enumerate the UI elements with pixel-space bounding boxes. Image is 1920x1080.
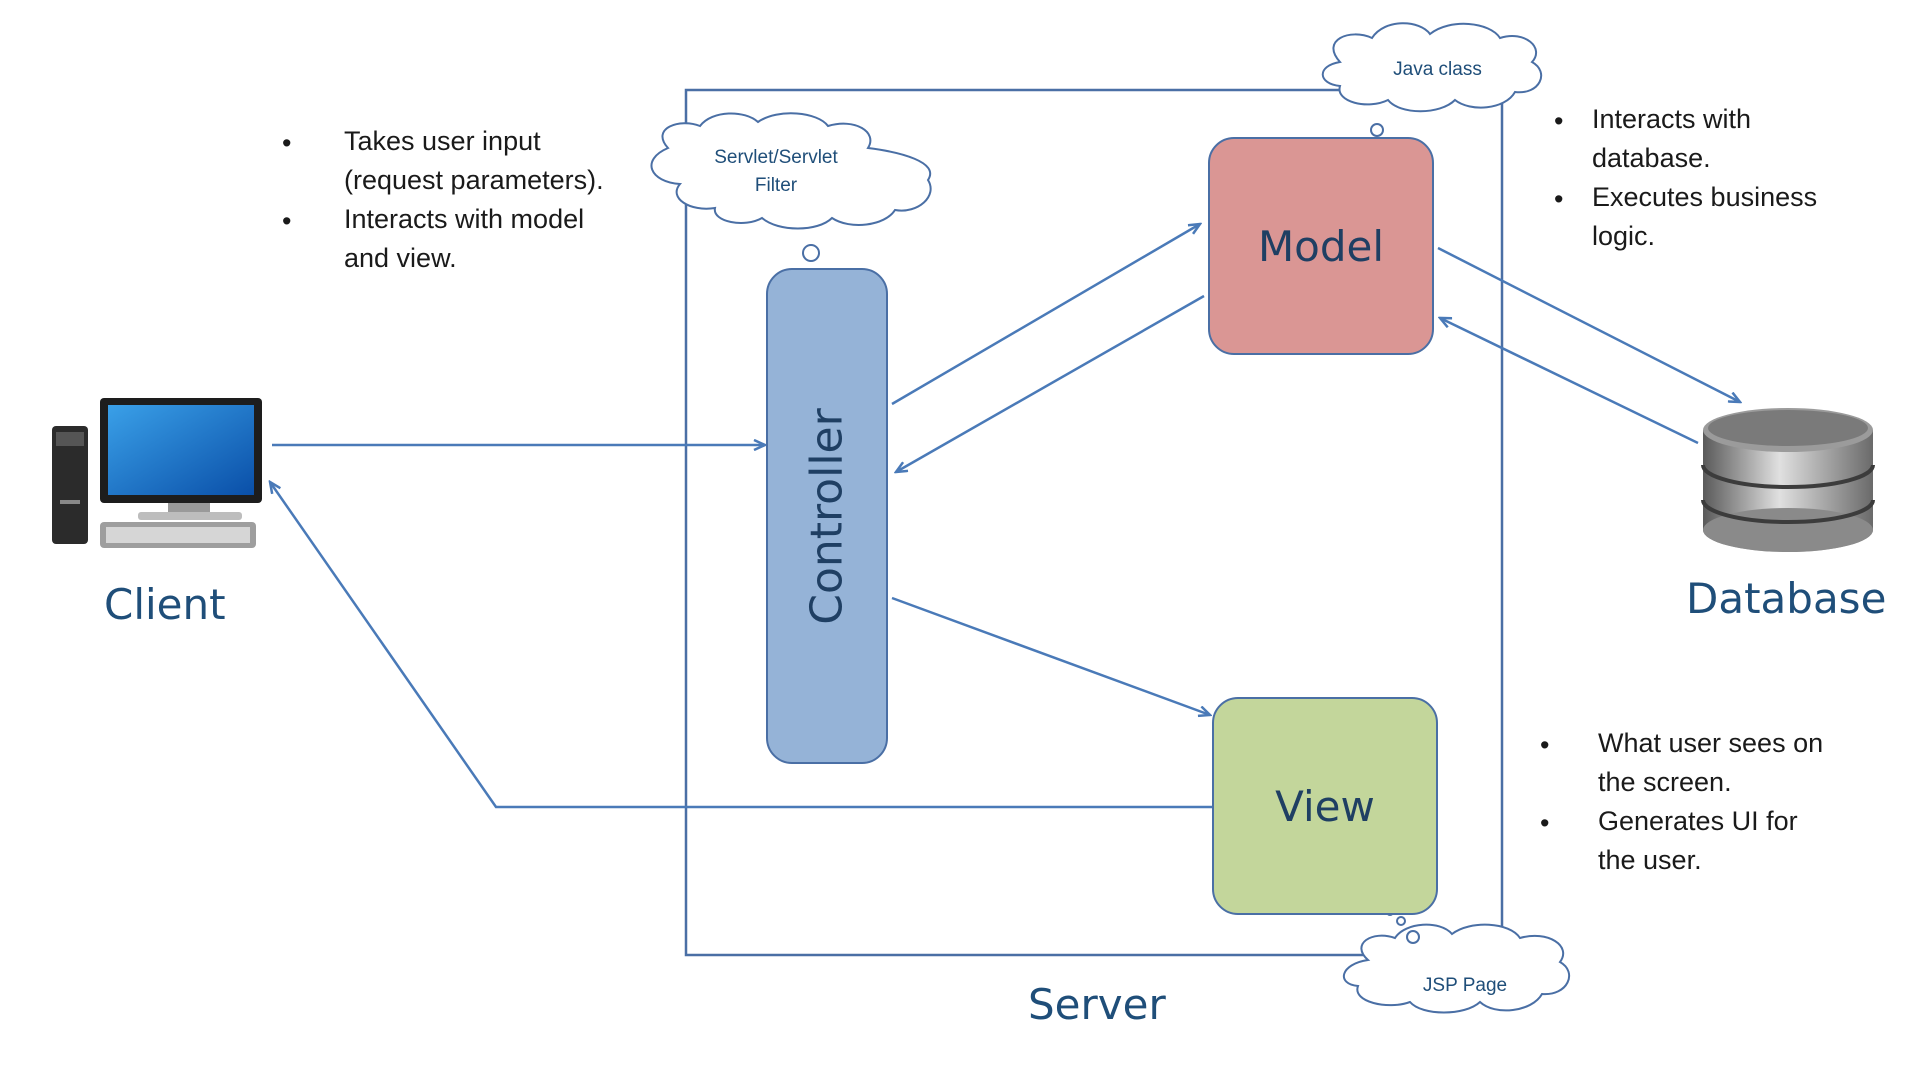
server-boundary [684, 88, 1504, 957]
bullet: • [1554, 106, 1564, 136]
bullet: • [282, 128, 292, 158]
view-cloud-note: JSP Page [1370, 972, 1560, 1000]
model-note-line: database. [1592, 143, 1711, 173]
server-label: Server [1028, 980, 1166, 1029]
arrow-model-to-controller [896, 294, 1205, 472]
view-note-item: Generates UI for the user. [1538, 802, 1898, 880]
controller-note-line: (request parameters). [344, 165, 604, 195]
arrow-database-to-model [1440, 318, 1699, 445]
view-note-text: JSP Page [1422, 975, 1508, 996]
model-note-line: Executes business [1592, 182, 1818, 212]
controller-note-item: Takes user input (request parameters). [280, 122, 660, 200]
model-label: Model [1257, 221, 1385, 271]
arrow-controller-to-model [891, 224, 1200, 406]
controller-box: Controller [766, 268, 888, 764]
desktop-computer-icon [52, 398, 262, 548]
model-note-line: logic. [1592, 221, 1656, 251]
bullet: • [1540, 730, 1550, 760]
model-note-item: Interacts with database. [1552, 100, 1892, 178]
cloud-java-class [1321, 22, 1543, 178]
controller-note-item: Interacts with model and view. [280, 200, 660, 278]
database-label: Database [1686, 574, 1887, 623]
view-note-line: the screen. [1598, 767, 1732, 797]
cloud-servlet-filter [650, 112, 932, 307]
model-cloud-note: Java class [1345, 56, 1530, 84]
arrow-view-to-client [270, 482, 1212, 809]
view-label: View [1275, 781, 1375, 831]
model-note-line: Interacts with [1592, 104, 1752, 134]
view-note-item: What user sees on the screen. [1538, 724, 1898, 802]
cloud-jsp-page [1342, 908, 1571, 1014]
model-note-item: Executes business logic. [1552, 178, 1892, 256]
model-note-text: Java class [1393, 59, 1482, 80]
view-note-line: What user sees on [1598, 728, 1824, 758]
database-cylinder-icon [1701, 408, 1875, 552]
model-notes: • Interacts with database. • Executes bu… [1552, 100, 1892, 256]
client-label: Client [104, 580, 226, 629]
controller-note-line2: Filter [754, 175, 798, 196]
controller-note-line: Interacts with model [344, 204, 585, 234]
arrow-controller-to-view [891, 596, 1210, 715]
model-box: Model [1208, 137, 1434, 355]
controller-note-line1: Servlet/Servlet [714, 147, 838, 168]
bullet: • [1554, 184, 1564, 214]
controller-label: Controller [801, 407, 853, 625]
arrow-model-to-database [1437, 246, 1740, 402]
view-notes: • What user sees on the screen. • Genera… [1538, 724, 1898, 880]
view-note-line: the user. [1598, 845, 1702, 875]
controller-note-line: and view. [344, 243, 457, 273]
controller-cloud-note: Servlet/Servlet Filter [686, 144, 866, 200]
controller-notes: • Takes user input (request parameters).… [280, 122, 660, 278]
view-box: View [1212, 697, 1438, 915]
bullet: • [282, 206, 292, 236]
view-note-line: Generates UI for [1598, 806, 1798, 836]
controller-note-line: Takes user input [344, 126, 541, 156]
bullet: • [1540, 808, 1550, 838]
